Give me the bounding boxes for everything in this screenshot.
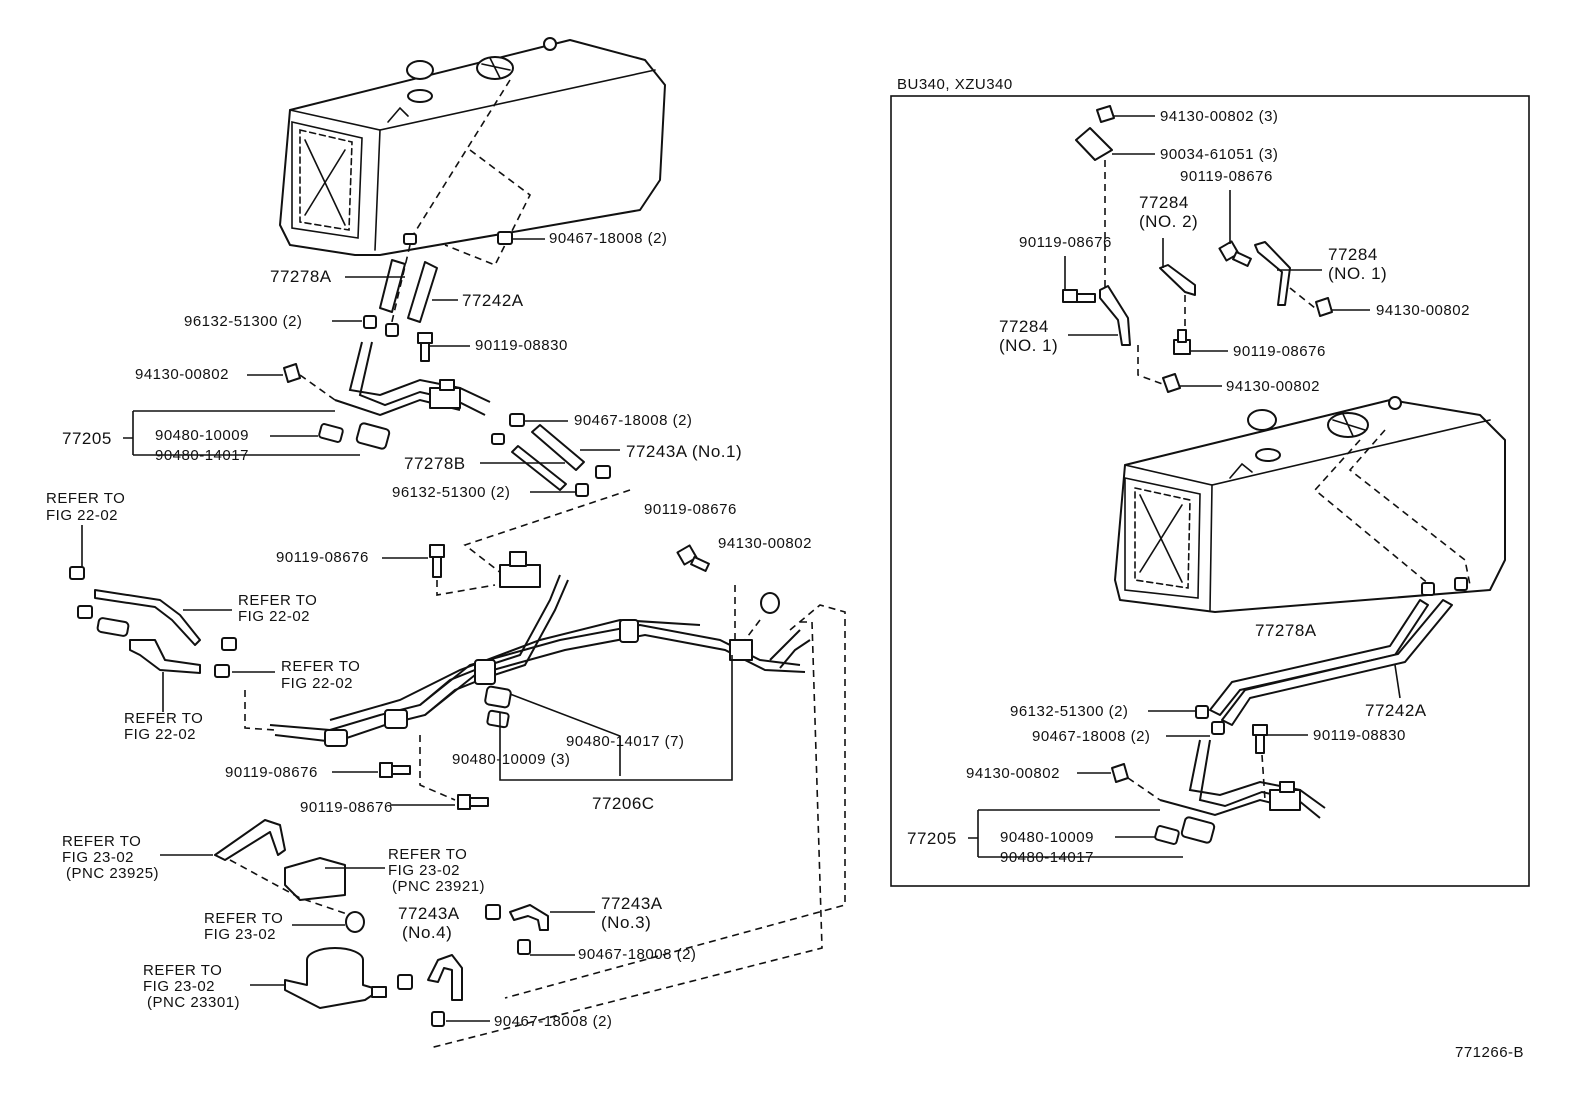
label-refer-to: REFER TO	[281, 658, 361, 675]
label-77243A: 77243A	[601, 894, 663, 913]
label-refer-to: REFER TO	[143, 962, 223, 979]
clamp-icon	[403, 233, 417, 245]
nut-icon	[283, 363, 301, 383]
label-90034-61051: 90034-61051 (3)	[1160, 146, 1279, 163]
label-96132-51300: 96132-51300 (2)	[1010, 703, 1129, 720]
label-90467-18008: 90467-18008 (2)	[574, 412, 693, 429]
label-90119-08676: 90119-08676	[1019, 234, 1112, 251]
label-refer-to: REFER TO	[124, 710, 204, 727]
hose-icon	[69, 566, 237, 678]
label-90467-18008: 90467-18008 (2)	[549, 230, 668, 247]
label-90119-08830: 90119-08830	[475, 337, 568, 354]
label-90480-14017: 90480-14017	[1000, 849, 1094, 866]
label-77278A: 77278A	[270, 267, 332, 286]
main-pipe-77206C	[269, 551, 811, 747]
label-no1: (NO. 1)	[999, 336, 1059, 355]
label-77278A: 77278A	[1255, 621, 1317, 640]
label-no3: (No.3)	[601, 913, 652, 932]
label-94130-00802: 94130-00802	[135, 366, 229, 383]
label-77284: 77284	[1139, 193, 1189, 212]
label-90480-14017-7: 90480-14017 (7)	[566, 733, 685, 750]
label-90467-18008: 90467-18008 (2)	[578, 946, 697, 963]
clamp-icon	[497, 231, 513, 245]
label-96132-51300: 96132-51300 (2)	[392, 484, 511, 501]
label-90119-08676: 90119-08676	[276, 549, 369, 566]
label-no4: (No.4)	[402, 923, 453, 942]
label-90119-08676: 90119-08676	[225, 764, 318, 781]
label-94130-00802-3: 94130-00802 (3)	[1160, 108, 1279, 125]
bolt-icon	[417, 332, 433, 362]
label-90119-08676: 90119-08676	[1180, 168, 1273, 185]
label-94130-00802: 94130-00802	[1376, 302, 1470, 319]
label-no1: (NO. 1)	[1328, 264, 1388, 283]
pipe-assembly-77205	[334, 341, 491, 417]
fuel-tank-left	[279, 37, 666, 256]
label-fig-23-02: FIG 23-02	[204, 926, 277, 943]
label-77242A: 77242A	[462, 291, 524, 310]
label-90119-08676: 90119-08676	[300, 799, 393, 816]
fuel-tank-right	[1114, 396, 1506, 613]
label-fig-23-02: FIG 23-02	[388, 862, 461, 879]
label-pnc-23925: (PNC 23925)	[66, 865, 160, 882]
label-refer-to: REFER TO	[388, 846, 468, 863]
bolt-icon	[676, 544, 710, 573]
label-pnc-23921: (PNC 23921)	[392, 878, 486, 895]
label-94130-00802: 94130-00802	[1226, 378, 1320, 395]
label-77243A-no1: 77243A (No.1)	[626, 442, 743, 461]
label-fig-22-02: FIG 22-02	[281, 675, 354, 692]
drawing-number: 771266-B	[1455, 1044, 1525, 1061]
variant-box	[890, 95, 1530, 887]
label-77205: 77205	[907, 829, 957, 848]
label-90119-08830: 90119-08830	[1313, 727, 1406, 744]
label-77242A: 77242A	[1365, 701, 1427, 720]
label-77205: 77205	[62, 429, 112, 448]
label-refer-to: REFER TO	[238, 592, 318, 609]
label-refer-to: REFER TO	[62, 833, 142, 850]
label-90480-10009-3: 90480-10009 (3)	[452, 751, 571, 768]
label-90119-08676: 90119-08676	[1233, 343, 1326, 360]
label-90119-08676: 90119-08676	[644, 501, 737, 518]
label-no2: (NO. 2)	[1139, 212, 1199, 231]
label-90467-18008: 90467-18008 (2)	[1032, 728, 1151, 745]
label-77243A: 77243A	[398, 904, 460, 923]
label-fig-22-02: FIG 22-02	[124, 726, 197, 743]
nut-icon	[760, 592, 780, 614]
label-94130-00802: 94130-00802	[966, 765, 1060, 782]
label-94130-00802: 94130-00802	[718, 535, 812, 552]
label-refer-to: REFER TO	[204, 910, 284, 927]
label-77284: 77284	[999, 317, 1049, 336]
label-77206C: 77206C	[592, 794, 655, 813]
label-pnc-23301: (PNC 23301)	[147, 994, 241, 1011]
label-77284: 77284	[1328, 245, 1378, 264]
label-fig-22-02: FIG 22-02	[46, 507, 119, 524]
label-90480-14017: 90480-14017	[155, 447, 249, 464]
label-90467-18008: 90467-18008 (2)	[494, 1013, 613, 1030]
label-fig-22-02: FIG 22-02	[238, 608, 311, 625]
label-96132-51300: 96132-51300 (2)	[184, 313, 303, 330]
label-77278B: 77278B	[404, 454, 466, 473]
label-90480-10009: 90480-10009	[155, 427, 249, 444]
label-fig-23-02: FIG 23-02	[62, 849, 135, 866]
label-refer-to: REFER TO	[46, 490, 126, 507]
box-title: BU340, XZU340	[897, 76, 1013, 93]
label-90480-10009: 90480-10009	[1000, 829, 1094, 846]
label-fig-23-02: FIG 23-02	[143, 978, 216, 995]
filter-icon	[284, 947, 387, 1009]
